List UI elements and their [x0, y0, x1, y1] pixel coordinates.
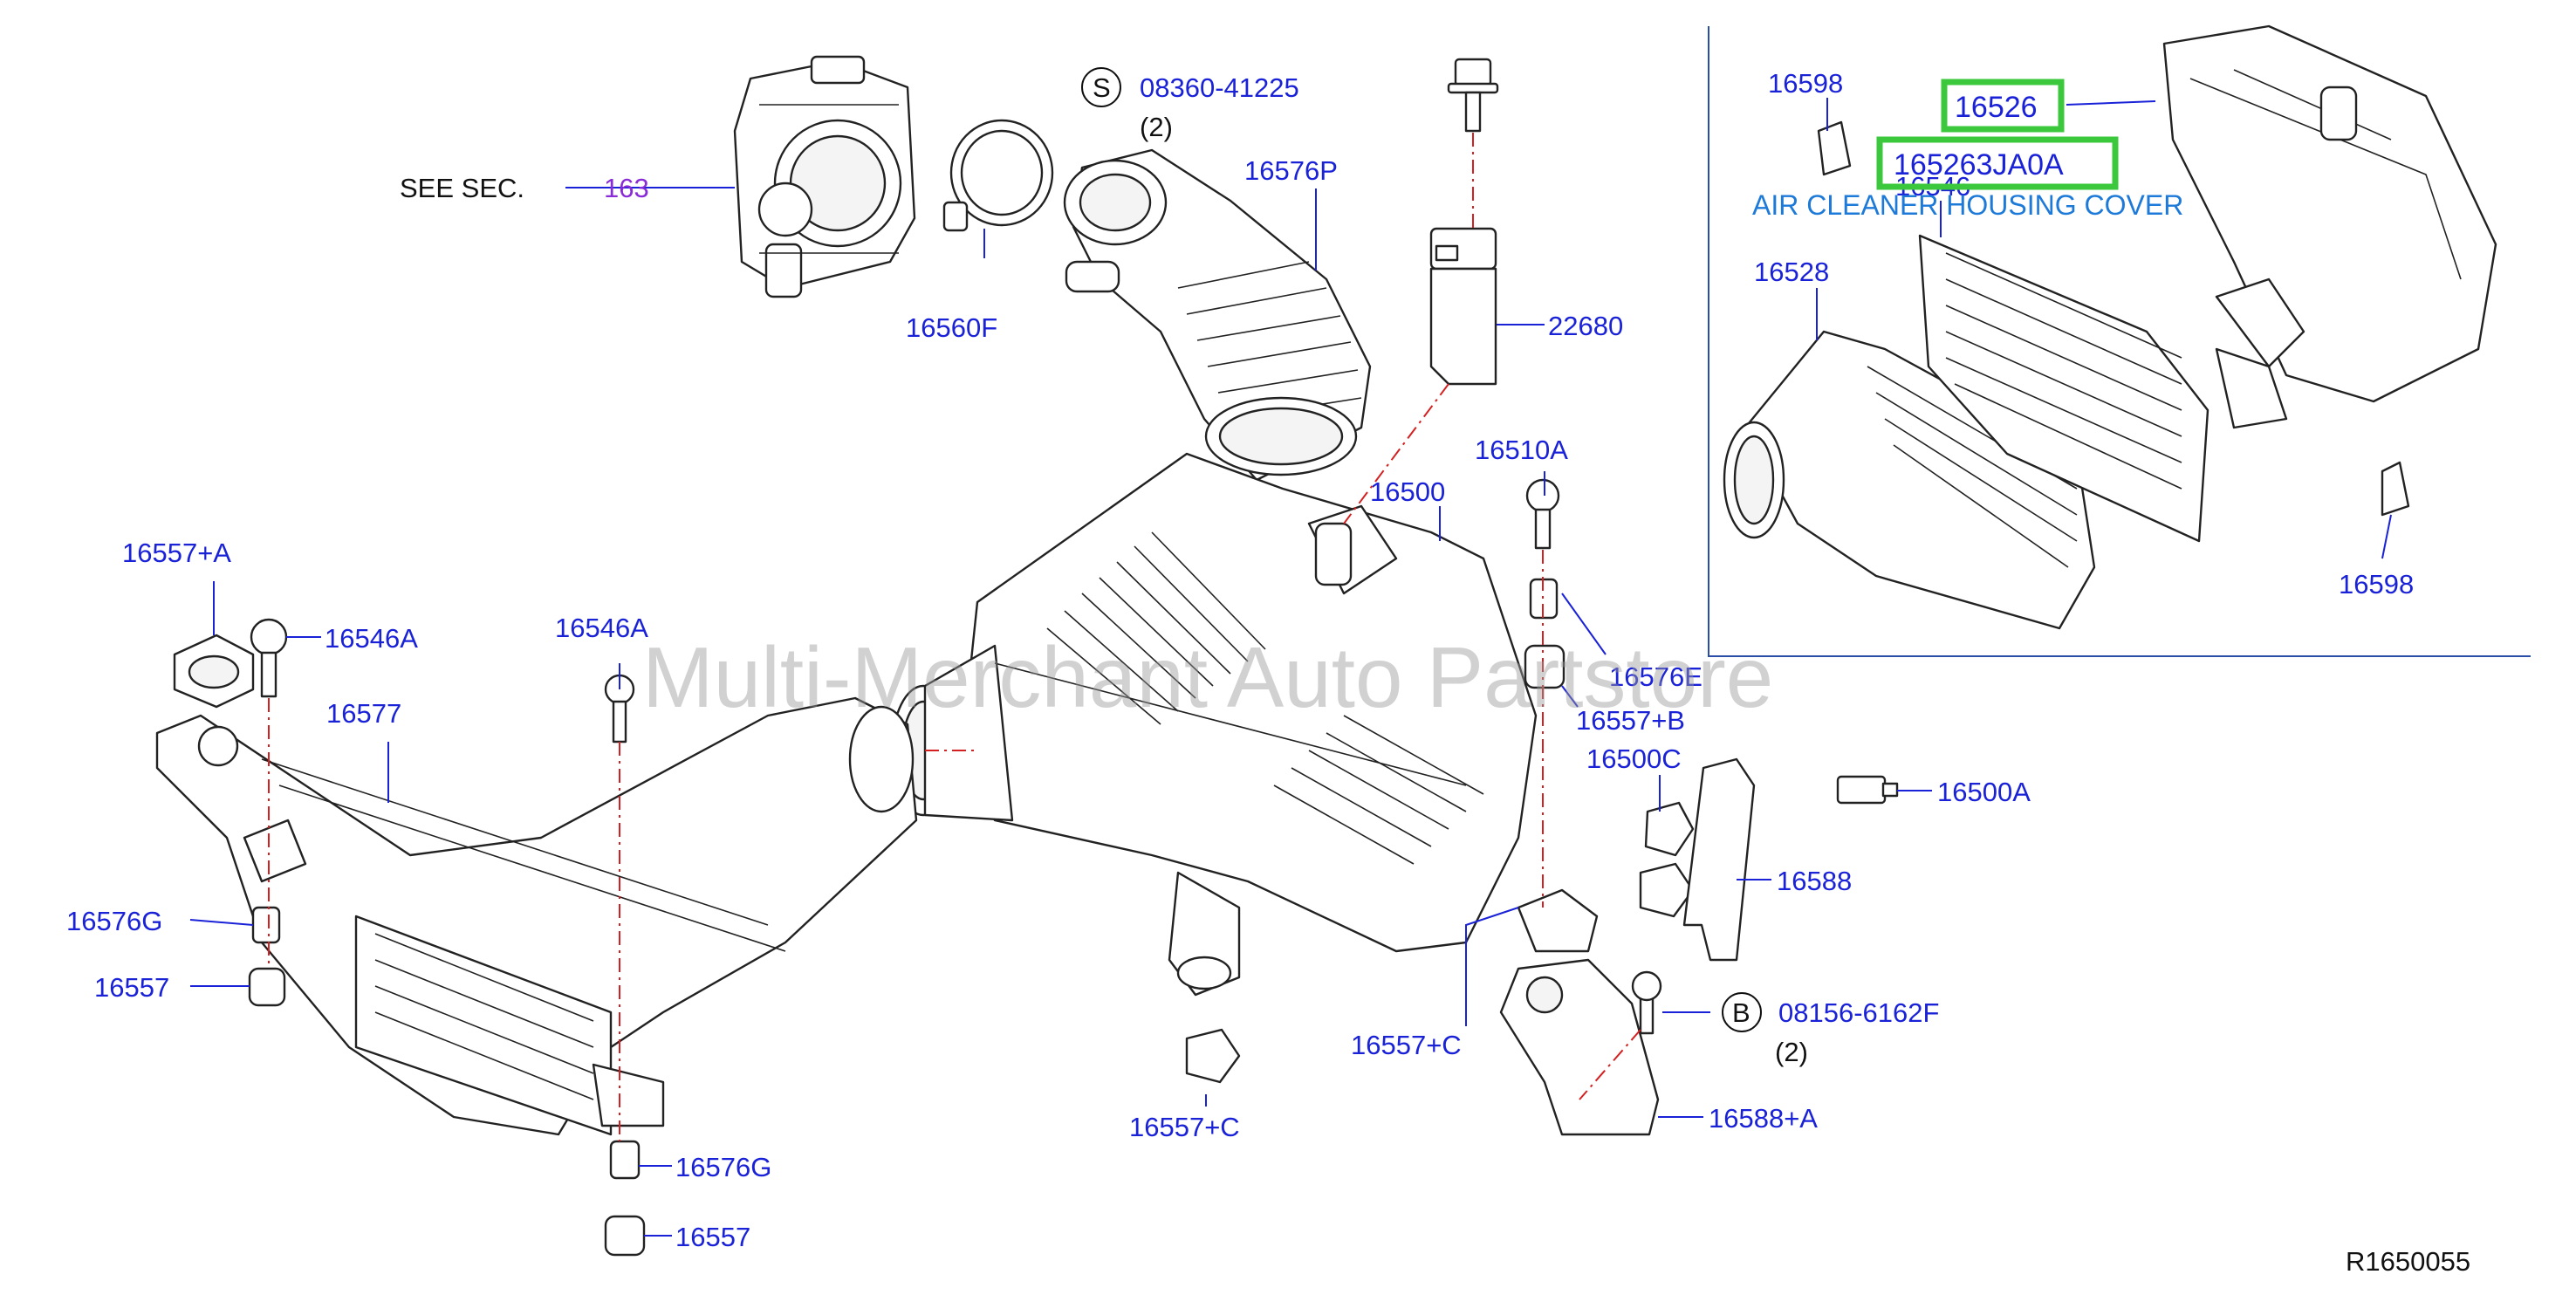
part-label: 16510A: [1475, 435, 1568, 465]
callout-s-part: 08360-41225: [1140, 72, 1299, 103]
highlight-box-165263JA0A: [1876, 136, 2119, 190]
part-label: 16546A: [325, 623, 418, 654]
part-label: 16588+A: [1709, 1103, 1818, 1134]
part-label: 16557+C: [1129, 1112, 1240, 1142]
clip-drawings: [1817, 120, 2410, 517]
diagram-code: R1650055: [2346, 1246, 2470, 1277]
callout-b-part: 08156-6162F: [1778, 997, 1939, 1028]
highlight-box-16526: [1941, 79, 2065, 133]
part-label: 16560F: [906, 312, 997, 343]
callout-s-qty: (2): [1140, 112, 1173, 142]
part-label: 16557: [94, 972, 169, 1003]
part-label: 16588: [1777, 866, 1852, 896]
part-label: 16576G: [66, 906, 162, 936]
housing-cover-caption: AIR CLEANER HOUSING COVER: [1752, 189, 2183, 221]
part-label: 16576E: [1609, 661, 1702, 692]
part-label: 16598: [2339, 569, 2414, 600]
callout-b-circle: [1722, 992, 1762, 1032]
part-label: 16576G: [675, 1152, 771, 1182]
part-label: 16528: [1754, 257, 1829, 287]
part-label: 22680: [1548, 311, 1623, 341]
right-hardware-drawings: [1185, 478, 1899, 1084]
part-label: 16557+C: [1351, 1030, 1462, 1060]
watermark: Multi-Merchant Auto Partstore: [642, 629, 1773, 725]
clamp-drawing: [942, 119, 1054, 232]
part-label: 16557: [675, 1222, 750, 1252]
filter-element-drawing: [1918, 234, 2209, 543]
bracket-drawing: [1499, 958, 1662, 1136]
text-labels: SEE SEC. 163 S 08360-41225 (2) 16576P 16…: [66, 67, 2470, 1277]
part-label: 16557+A: [122, 538, 231, 568]
leader-lines: [189, 98, 2392, 1237]
maf-sensor-drawing: [1429, 227, 1497, 386]
part-label: 16577: [326, 698, 401, 729]
part-label: 16576P: [1244, 155, 1338, 186]
inset-divider: [1708, 26, 2531, 657]
housing-cover-drawing: [2162, 24, 2497, 429]
see-section-text: SEE SEC.: [400, 173, 524, 203]
intake-duct-drawing: [1063, 148, 1372, 482]
callout-s-letter: S: [1093, 72, 1111, 103]
part-label: 16500A: [1937, 777, 2031, 807]
filter-housing-lower-drawing: [1723, 330, 2096, 630]
part-label: 16557+B: [1576, 705, 1685, 736]
callout-b-letter: B: [1732, 997, 1750, 1028]
see-section-number: 163: [604, 173, 649, 203]
bolt-drawing: [1447, 58, 1499, 133]
throttle-body-drawing: [733, 55, 916, 298]
highlighted-part-165263JA0A: 165263JA0A: [1894, 148, 2064, 182]
centerlines: [268, 133, 1641, 1141]
highlighted-part-16526: 16526: [1955, 91, 2038, 124]
callout-s-circle: [1081, 67, 1121, 107]
part-label: 16546A: [555, 613, 648, 643]
callout-b-qty: (2): [1775, 1037, 1808, 1067]
left-hardware-drawings: [173, 618, 646, 1257]
part-label: 16598: [1768, 68, 1843, 99]
resonator-duct-drawing: [155, 696, 918, 1136]
highlighted-callouts: 16526 165263JA0A AIR CLEANER HOUSING COV…: [1752, 79, 2183, 221]
part-label: 16500: [1370, 476, 1445, 507]
part-label: 16500C: [1586, 743, 1682, 774]
